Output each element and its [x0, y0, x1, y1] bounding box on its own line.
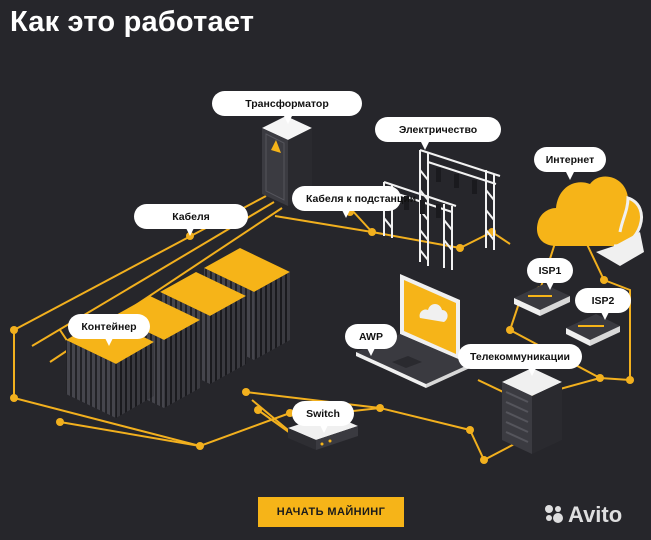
label-internet: Интернет — [534, 147, 606, 180]
svg-text:Switch: Switch — [306, 408, 340, 420]
avito-watermark: Avito — [545, 502, 622, 527]
label-awp: AWP — [345, 324, 397, 356]
svg-text:ISP2: ISP2 — [592, 295, 615, 307]
telecom-rack — [502, 368, 562, 454]
avito-wordmark: Avito — [568, 502, 622, 527]
start-mining-button[interactable]: НАЧАТЬ МАЙНИНГ — [258, 497, 404, 527]
page-title: Как это работает — [10, 6, 255, 38]
power-insulators — [404, 168, 477, 218]
svg-text:Кабеля к подстанции: Кабеля к подстанции — [306, 193, 416, 205]
svg-text:Кабеля: Кабеля — [172, 211, 210, 223]
label-cable-to-substation: Кабеля к подстанции — [292, 186, 416, 218]
svg-text:Электричество: Электричество — [399, 124, 477, 136]
svg-text:Контейнер: Контейнер — [81, 321, 136, 333]
label-cables: Кабеля — [134, 204, 248, 236]
isp2-modem — [566, 314, 620, 346]
svg-text:Интернет: Интернет — [546, 154, 594, 166]
avito-logo-icon — [545, 505, 563, 523]
transformer-cabinet — [262, 116, 312, 206]
label-container: Контейнер — [68, 314, 150, 346]
label-isp1: ISP1 — [527, 258, 573, 290]
svg-text:AWP: AWP — [359, 331, 383, 343]
label-transformer: Трансформатор — [212, 91, 362, 124]
svg-text:Трансформатор: Трансформатор — [245, 98, 329, 110]
label-telecom: Телекоммуникации — [458, 344, 582, 376]
label-isp2: ISP2 — [575, 288, 631, 320]
svg-text:Телекоммуникации: Телекоммуникации — [470, 351, 570, 363]
power-towers — [383, 149, 501, 270]
label-electricity: Электричество — [375, 117, 501, 150]
cloud-icon — [536, 176, 644, 266]
svg-text:ISP1: ISP1 — [539, 265, 562, 277]
isp1-modem — [514, 284, 570, 316]
label-switch: Switch — [292, 401, 354, 433]
